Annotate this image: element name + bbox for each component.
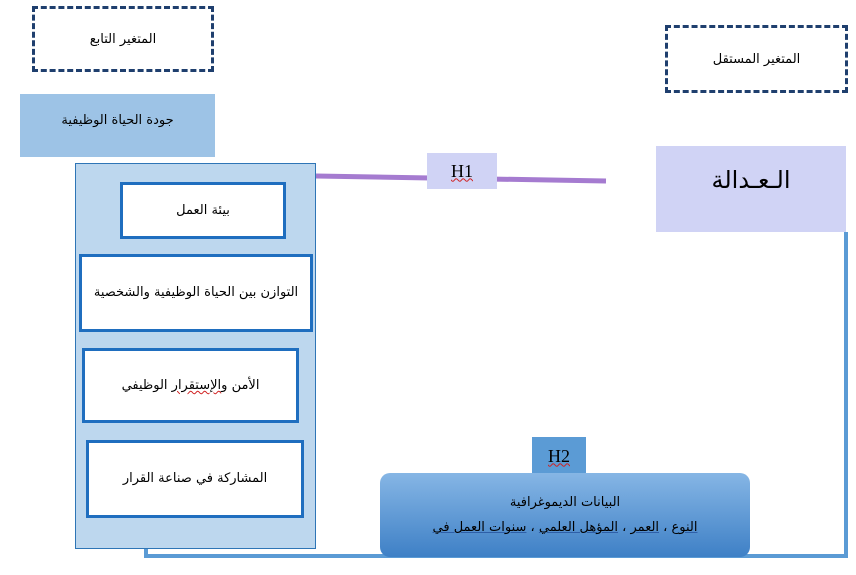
demographic-field: المؤهل العلمي (538, 520, 619, 535)
demographic-field: العمر (630, 520, 660, 535)
hypothesis-h2-label: H2 (532, 437, 586, 475)
dimension-label: المشاركة في صناعة القرار (122, 471, 268, 487)
dimension-box-work-environment: بيئة العمل (120, 182, 286, 239)
dimension-box-decision-participation: المشاركة في صناعة القرار (86, 440, 304, 518)
dimension-label: الأمن والإستقرار الوظيفي (121, 377, 260, 393)
dimension-label: التوازن بين الحياة الوظيفية والشخصية (93, 285, 299, 301)
demographics-title: البيانات الديموغرافية (509, 495, 621, 510)
independent-variable-label-text: المتغير المستقل (712, 51, 801, 67)
dependent-variable-label: المتغير التابع (32, 6, 214, 72)
independent-variable-label: المتغير المستقل (665, 25, 848, 93)
independent-title: الـعـدالة (711, 166, 791, 194)
dependent-title: جودة الحياة الوظيفية (61, 113, 174, 128)
dimension-box-job-security: الأمن والإستقرار الوظيفي (82, 348, 299, 423)
dimension-label: بيئة العمل (176, 202, 230, 218)
hypothesis-h1-label: H1 (427, 153, 497, 189)
demographics-fields: النوع ، العمر ، المؤهل العلمي ، سنوات ال… (432, 520, 698, 535)
independent-title-box: الـعـدالة (656, 146, 846, 232)
dependent-variable-label-text: المتغير التابع (89, 31, 157, 47)
demographic-field: النوع (671, 520, 698, 535)
dependent-title-box: جودة الحياة الوظيفية (20, 94, 215, 157)
dimension-box-work-life-balance: التوازن بين الحياة الوظيفية والشخصية (79, 254, 313, 332)
demographic-field: سنوات العمل في (432, 520, 527, 535)
demographics-box: البيانات الديموغرافية النوع ، العمر ، ال… (380, 473, 750, 557)
